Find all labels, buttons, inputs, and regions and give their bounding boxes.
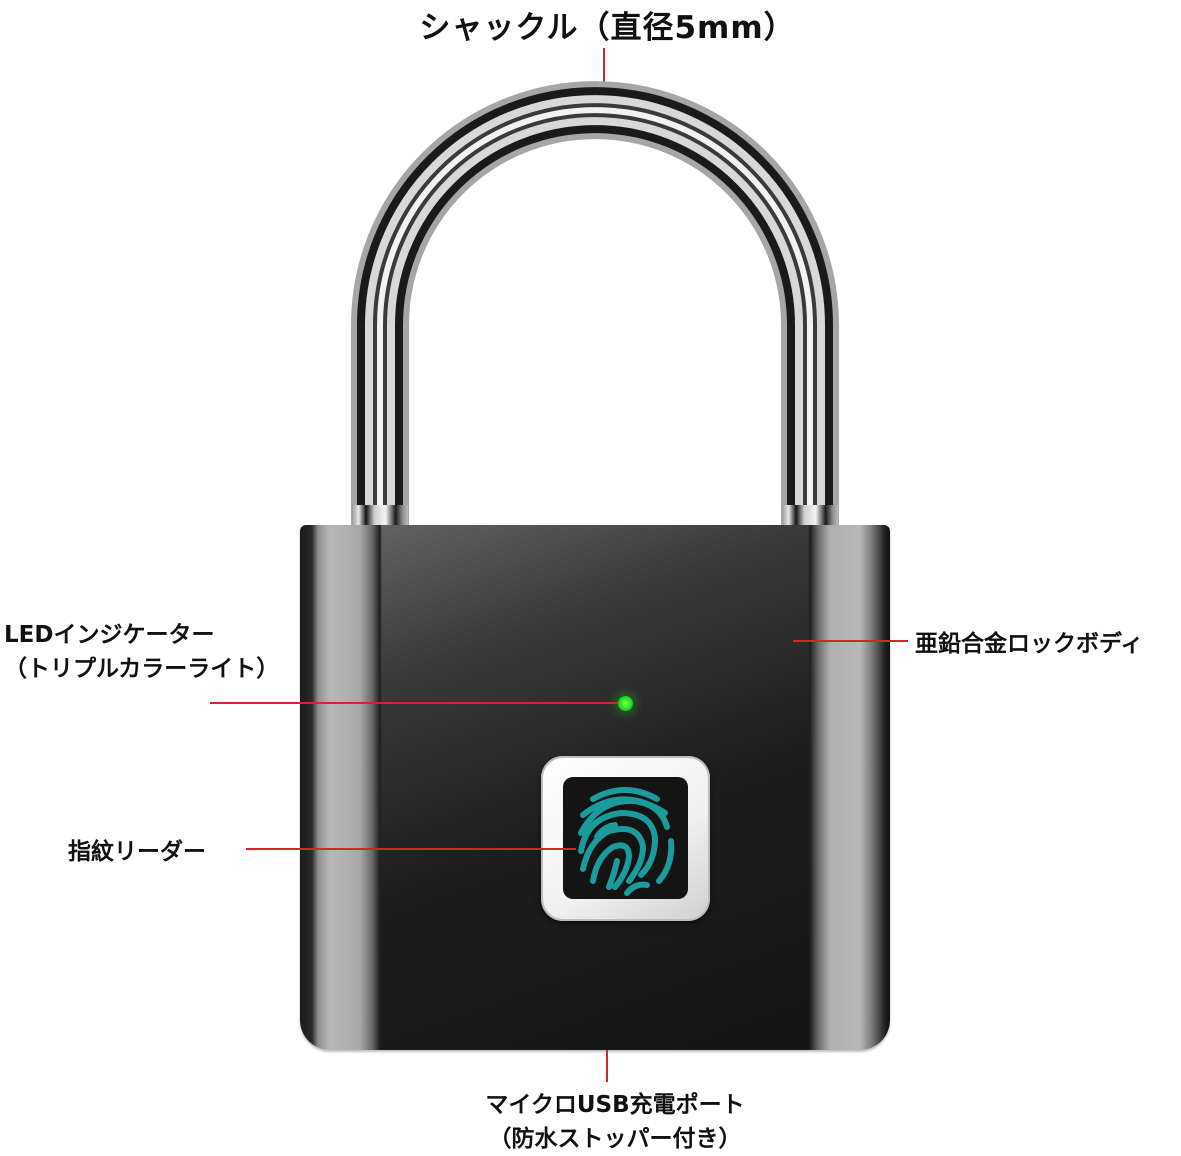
- shackle-label: シャックル（直径5mm）: [419, 10, 796, 46]
- shackle: [351, 81, 839, 527]
- led-indicator-label: LEDインジケーター （トリプルカラーライト）: [4, 618, 279, 686]
- led-label-line1: LEDインジケーター: [4, 622, 215, 648]
- fingerprint-callout-line: [246, 848, 576, 850]
- lock-body-label: 亜鉛合金ロックボディ: [915, 631, 1144, 657]
- fingerprint-icon: [578, 787, 675, 896]
- usb-label-line1: マイクロUSB充電ポート: [485, 1092, 745, 1118]
- usb-port-label: マイクロUSB充電ポート （防水ストッパー付き）: [0, 1088, 1181, 1156]
- led-indicator-icon: [618, 696, 633, 711]
- usb-label-line2: （防水ストッパー付き）: [488, 1126, 742, 1152]
- fingerprint-reader-label: 指紋リーダー: [68, 839, 206, 865]
- led-callout-line: [210, 702, 618, 704]
- fingerprint-reader[interactable]: [541, 756, 710, 921]
- lock-body-callout-line: [793, 640, 908, 642]
- shackle-callout-line: [603, 48, 605, 100]
- usb-callout-line: [606, 1050, 608, 1082]
- led-label-line2: （トリプルカラーライト）: [4, 656, 280, 682]
- fingerprint-sensor: [563, 777, 688, 899]
